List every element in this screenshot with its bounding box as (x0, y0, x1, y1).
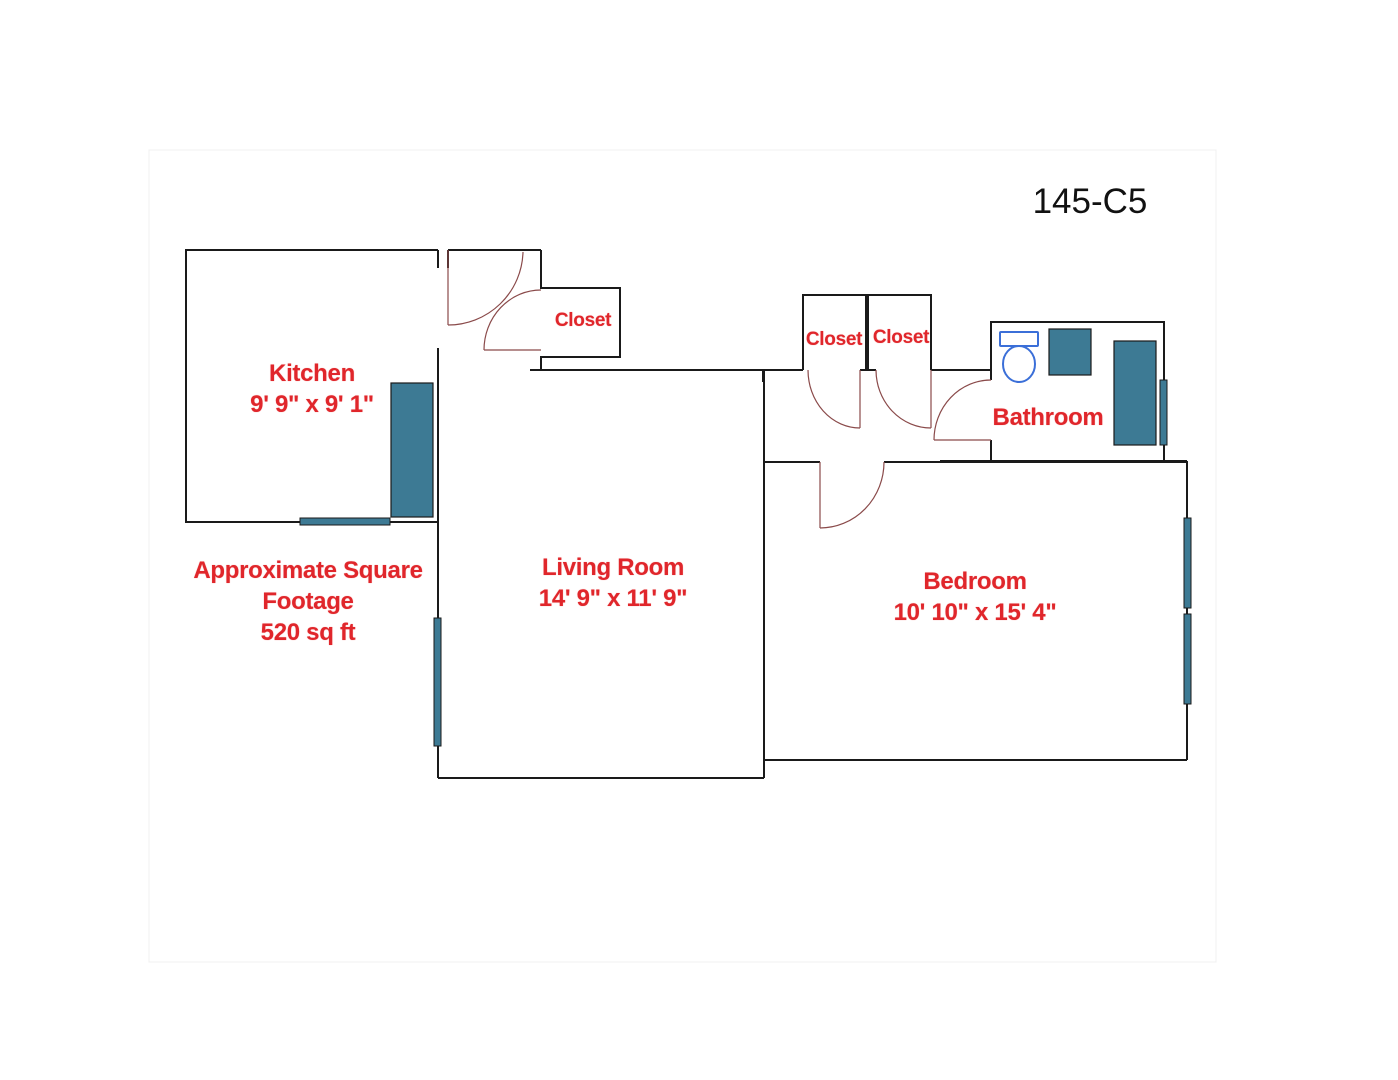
kitchen-name: Kitchen (269, 360, 355, 387)
kitchen-dimensions: 9' 9" x 9' 1" (250, 391, 374, 418)
living-room-dimensions: 14' 9" x 11' 9" (538, 585, 688, 612)
unit-id: 145-C5 (1032, 182, 1148, 221)
square-footage-line1: Approximate Square (193, 557, 423, 584)
hall-closet-label-2: Closet (872, 327, 930, 348)
bedroom-walls (764, 461, 1188, 761)
bedroom-window-1 (1183, 517, 1192, 609)
bathroom-door (933, 379, 992, 441)
bedroom-door (819, 461, 885, 529)
square-footage-value: 520 sq ft (260, 619, 356, 646)
bathroom-label: Bathroom (978, 402, 1118, 433)
bathroom-window (1159, 379, 1168, 446)
entry-door (447, 250, 524, 326)
bathroom-sink (1048, 328, 1092, 376)
entry-closet-door (483, 289, 542, 351)
kitchen-counter (390, 382, 434, 518)
hall-closet-door-2 (875, 369, 932, 429)
hall-closet-door-1 (807, 369, 861, 429)
bedroom-window-2 (1183, 613, 1192, 705)
bedroom-label: Bedroom 10' 10" x 15' 4" (855, 566, 1095, 628)
page-frame (148, 149, 1217, 963)
living-room-label: Living Room 14' 9" x 11' 9" (493, 552, 733, 614)
hall-closet-walls (802, 294, 991, 371)
bathtub (1113, 340, 1157, 446)
kitchen-window (299, 517, 391, 526)
bedroom-name: Bedroom (923, 568, 1027, 595)
hall-closet-label-1: Closet (805, 329, 863, 350)
living-room-window (433, 617, 442, 747)
square-footage-note: Approximate Square Footage 520 sq ft (168, 555, 448, 648)
entry-closet-label: Closet (554, 310, 612, 331)
living-room-name: Living Room (541, 554, 685, 581)
toilet-icon (999, 331, 1039, 383)
bathroom-name: Bathroom (992, 404, 1104, 431)
square-footage-line2: Footage (262, 588, 354, 615)
kitchen-label: Kitchen 9' 9" x 9' 1" (212, 358, 412, 420)
bedroom-dimensions: 10' 10" x 15' 4" (893, 599, 1057, 626)
